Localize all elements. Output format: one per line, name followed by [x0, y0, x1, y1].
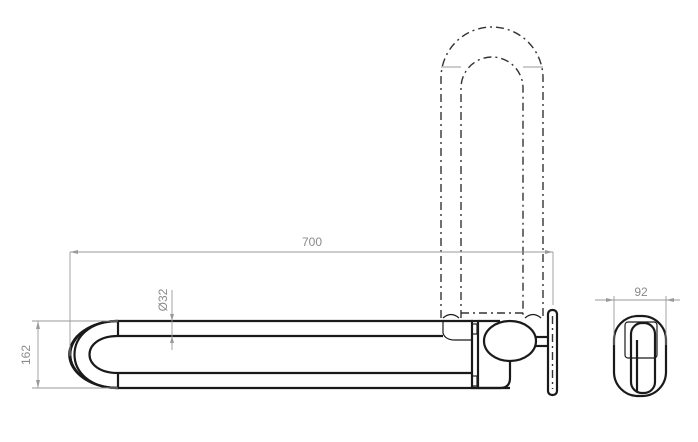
grab-bar-side-view — [68, 308, 559, 397]
dimension-diameter: Ø32 — [156, 288, 174, 350]
dimension-height: 162 — [19, 320, 118, 389]
raised-position-phantom — [440, 26, 544, 319]
end-view — [612, 314, 668, 398]
end-width-label: 92 — [634, 285, 648, 299]
length-label: 700 — [302, 235, 322, 249]
height-label: 162 — [19, 345, 33, 365]
dimension-end-width: 92 — [595, 285, 680, 345]
diameter-label: Ø32 — [156, 288, 170, 311]
dimension-length: 700 — [69, 235, 554, 356]
